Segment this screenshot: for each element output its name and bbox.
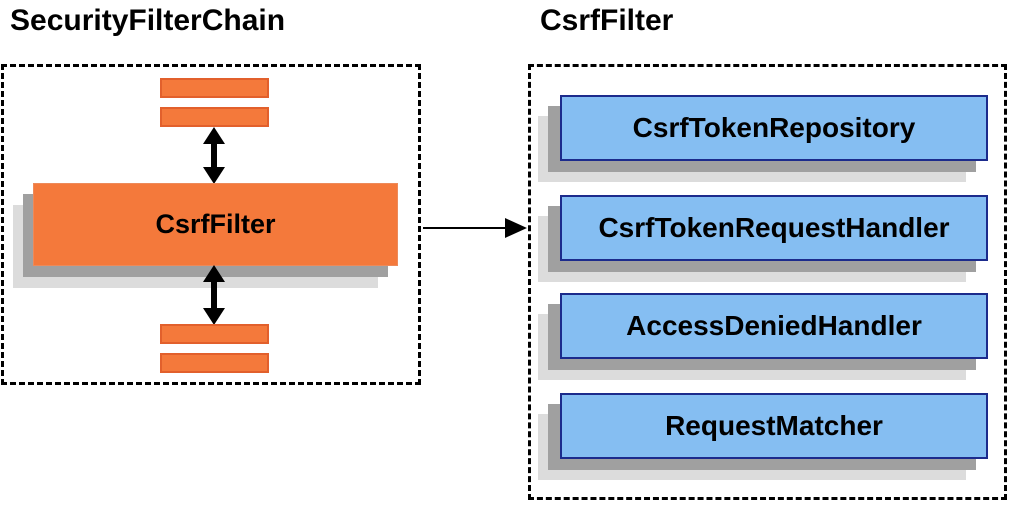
csrf-filter-container	[528, 64, 1007, 500]
csrf-token-repository-box: CsrfTokenRepository	[560, 95, 988, 161]
component-stack: CsrfTokenRepository	[538, 95, 998, 183]
double-arrow-top	[201, 127, 227, 184]
generic-filter-bar	[160, 107, 269, 127]
generic-filter-bar	[160, 78, 269, 98]
component-label: RequestMatcher	[665, 410, 883, 441]
association-arrow	[423, 215, 527, 241]
double-arrow-bottom	[201, 265, 227, 325]
component-stack: RequestMatcher	[538, 393, 998, 481]
security-filter-chain-title: SecurityFilterChain	[10, 4, 286, 37]
csrf-filter-box: CsrfFilter	[33, 183, 398, 266]
component-stack: AccessDeniedHandler	[538, 293, 998, 381]
csrf-token-request-handler-box: CsrfTokenRequestHandler	[560, 195, 988, 261]
generic-filter-bar	[160, 353, 269, 373]
csrf-filter-panel-title: CsrfFilter	[540, 4, 674, 37]
request-matcher-box: RequestMatcher	[560, 393, 988, 459]
component-stack: CsrfTokenRequestHandler	[538, 195, 998, 283]
access-denied-handler-box: AccessDeniedHandler	[560, 293, 988, 359]
component-label: CsrfTokenRequestHandler	[598, 212, 950, 243]
csrf-filter-box-label: CsrfFilter	[155, 209, 276, 239]
generic-filter-bar	[160, 324, 269, 344]
component-label: AccessDeniedHandler	[626, 310, 922, 341]
csrf-filter-stack: CsrfFilter	[13, 183, 398, 288]
component-label: CsrfTokenRepository	[632, 112, 916, 143]
security-filter-chain-container	[1, 64, 421, 385]
